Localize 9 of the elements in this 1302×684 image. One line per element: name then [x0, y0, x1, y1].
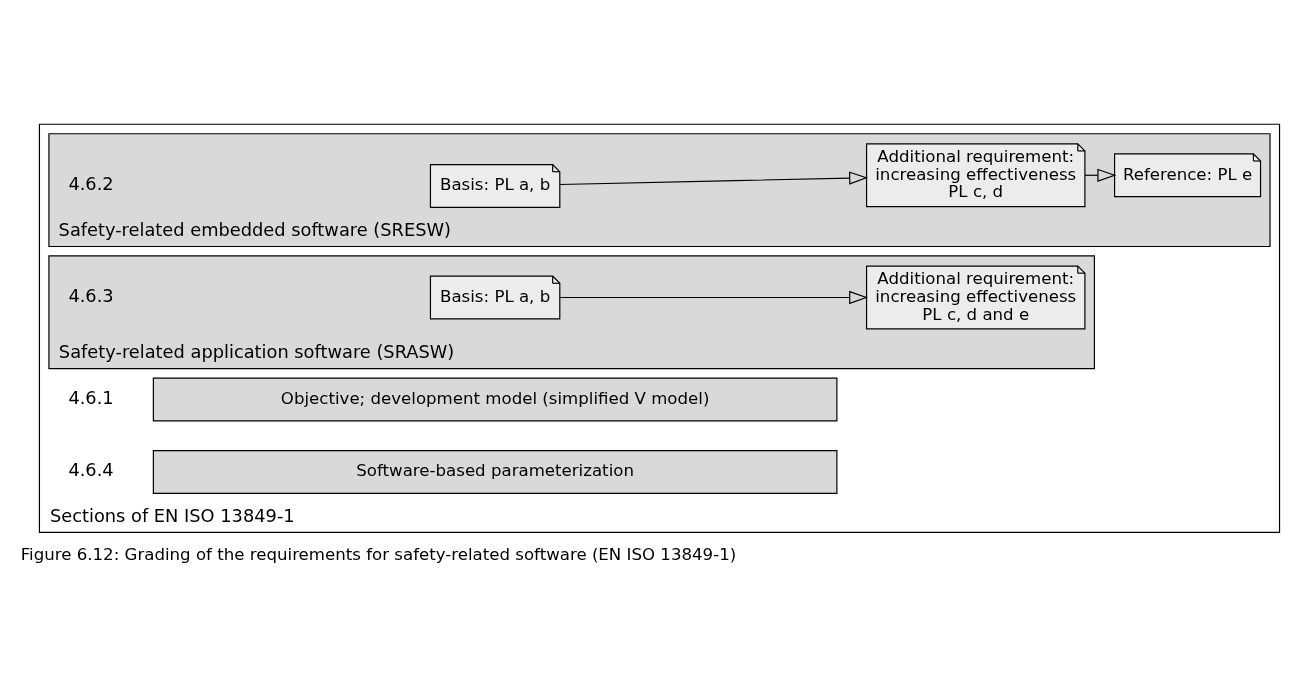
node-box: Objective; development model (simplified V model) — [152, 377, 838, 422]
node-label: 4.6.4 — [68, 459, 114, 481]
caption: Figure 6.12: Grading of the requirements for safety-related software (EN ISO 13849-1) — [20, 545, 737, 564]
node-label: 4.6.1 — [68, 386, 114, 408]
arrow — [559, 290, 869, 305]
node-label: 4.6.3 — [68, 284, 114, 306]
arrow — [559, 171, 869, 186]
node-box: Software-based parameterization — [152, 450, 838, 494]
node-label: 4.6.2 — [68, 173, 114, 195]
